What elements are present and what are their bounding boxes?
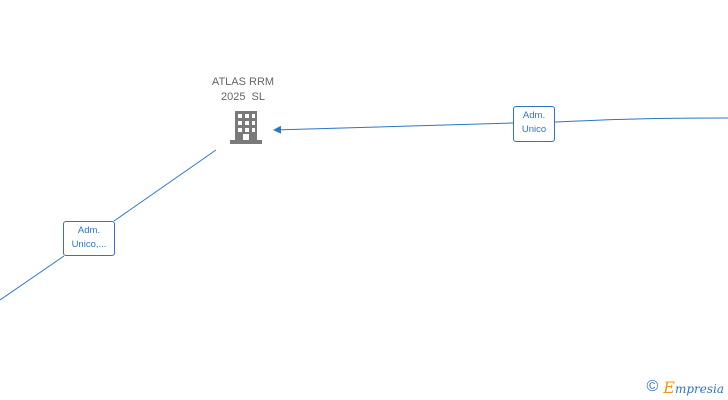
relation-role-box-left[interactable]: Adm. Unico,... [63,221,115,256]
company-name-label[interactable]: ATLAS RRM 2025 SL [183,75,303,105]
role-line1: Adm. [77,225,101,236]
role-line1: Adm. [522,110,546,121]
empresia-watermark: © Empresia [646,377,724,397]
brand-logo: Empresia [663,378,724,397]
role-line2: Unico [521,124,547,135]
role-line2: Unico,... [71,239,107,250]
connector-left [0,149,217,301]
connector-right [273,117,728,134]
building-icon[interactable] [230,111,262,144]
brand-rest: mpresia [674,381,724,396]
copyright-icon: © [646,378,659,395]
relation-role-box-right[interactable]: Adm. Unico [513,106,555,142]
company-name-line2: 2025 SL [220,91,266,103]
brand-initial: E [663,377,675,397]
company-name-line1: ATLAS RRM [211,76,275,88]
